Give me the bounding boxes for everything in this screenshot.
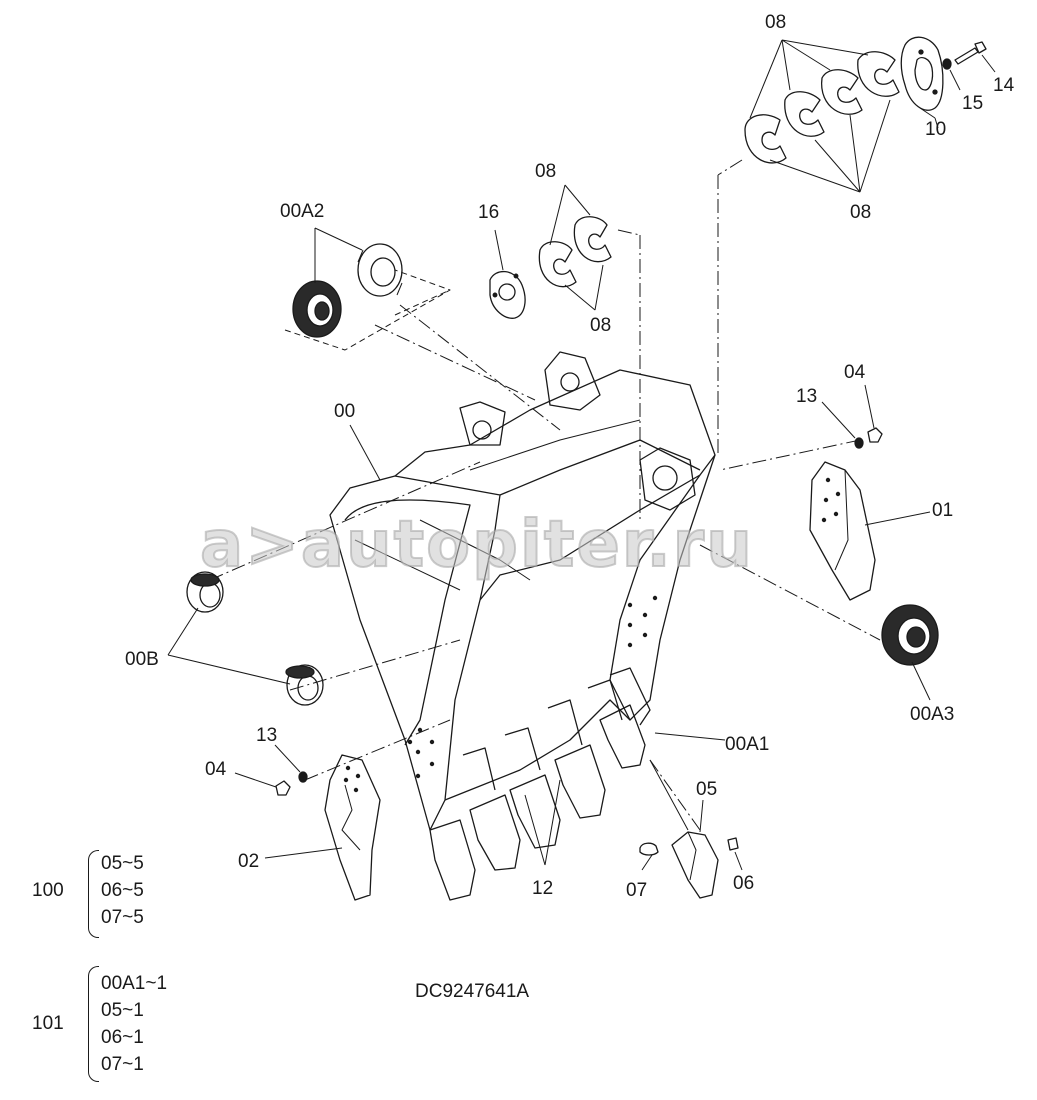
callout-13-left: 13 <box>256 725 278 746</box>
kit-100-items: 05~5 06~5 07~5 <box>101 850 144 931</box>
watermark: a>autopiter.ru <box>199 507 754 583</box>
nut-13-04-right <box>821 384 883 449</box>
callout-01: 01 <box>932 500 954 521</box>
kit-101-brace <box>88 966 99 1082</box>
callout-08-mid-bottom: 08 <box>590 315 612 336</box>
callout-00B: 00B <box>125 649 159 670</box>
kit-item: 05~5 <box>101 853 144 874</box>
kit-item: 00A1~1 <box>101 973 168 994</box>
callout-08-right: 08 <box>850 202 872 223</box>
bushing-00A3 <box>881 604 939 701</box>
leader-00A1 <box>654 732 726 741</box>
kit-item: 07~1 <box>101 1054 144 1075</box>
kit-101-items: 00A1~1 05~1 06~1 07~1 <box>101 970 167 1078</box>
bolt-14 <box>954 41 996 73</box>
shim-set-middle <box>538 184 612 311</box>
leader-00 <box>349 424 381 481</box>
callout-04-right: 04 <box>844 362 866 383</box>
bucket-body <box>329 351 716 831</box>
group-outline-00A2 <box>284 269 451 351</box>
washer-15 <box>942 58 961 91</box>
callout-15: 15 <box>962 93 984 114</box>
callout-06: 06 <box>733 873 755 894</box>
bushing-00B <box>167 571 324 706</box>
assembly-leader-lines <box>209 159 881 831</box>
leader-10 <box>934 117 939 129</box>
callout-04-left: 04 <box>205 759 227 780</box>
callout-12: 12 <box>532 878 554 899</box>
bushing-00A2 <box>292 227 403 338</box>
callout-08-top: 08 <box>765 12 787 33</box>
kit-101-number: 101 <box>32 1013 64 1034</box>
bucket-teeth <box>429 667 651 901</box>
callout-07: 07 <box>626 880 648 901</box>
tooth-05-assembly <box>639 759 743 899</box>
plate-16 <box>489 229 526 319</box>
callout-00: 00 <box>334 401 356 422</box>
side-cutter-01 <box>809 461 931 601</box>
shim-set-top-right <box>744 39 900 193</box>
callout-08-mid-top: 08 <box>535 161 557 182</box>
end-plate-10 <box>900 36 944 119</box>
kit-item: 05~1 <box>101 1000 144 1021</box>
callout-16: 16 <box>478 202 500 223</box>
kit-item: 06~5 <box>101 880 144 901</box>
drawing-number: DC9247641A <box>415 981 530 1002</box>
kit-100-number: 100 <box>32 880 64 901</box>
callout-14: 14 <box>993 75 1015 96</box>
kit-item: 06~1 <box>101 1027 144 1048</box>
nut-13-04-left <box>234 744 308 796</box>
callout-00A3: 00A3 <box>910 704 955 725</box>
callout-05: 05 <box>696 779 718 800</box>
callout-00A2: 00A2 <box>280 201 325 222</box>
side-cutter-02 <box>264 754 381 901</box>
callout-00A1: 00A1 <box>725 734 770 755</box>
callout-13-right: 13 <box>796 386 818 407</box>
callout-02: 02 <box>238 851 260 872</box>
kit-100-brace <box>88 850 99 938</box>
leader-12 <box>524 779 561 866</box>
kit-item: 07~5 <box>101 907 144 928</box>
callout-10: 10 <box>925 119 947 140</box>
